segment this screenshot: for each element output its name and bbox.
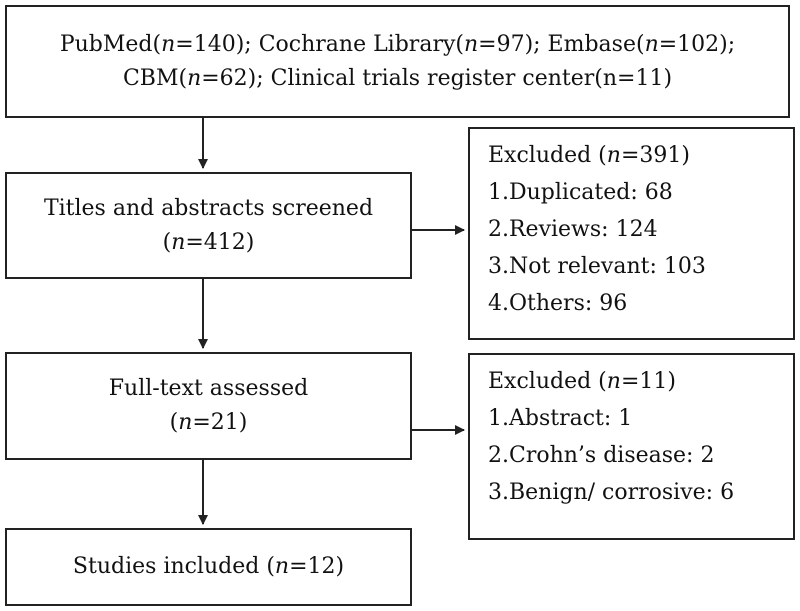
screening-label: Titles and abstracts screened [43, 195, 374, 221]
excluded-reason: 4.Others: 96 [488, 291, 628, 316]
identification-line-2: CBM(n=62); Clinical trials register cent… [122, 65, 673, 91]
excluded-reason: 1.Abstract: 1 [488, 406, 633, 431]
excluded-fulltext-title: Excluded (n=11) [488, 369, 676, 394]
identification-line-1: PubMed(n=140); Cochrane Library(n=97); E… [59, 31, 736, 57]
excluded-screening-box: Excluded (n=391) 1.Duplicated: 68 2.Revi… [468, 127, 795, 340]
excluded-reason: 3.Not relevant: 103 [488, 254, 706, 279]
screening-count: (n=412) [162, 229, 255, 255]
excluded-reason: 2.Reviews: 124 [488, 217, 658, 242]
excluded-reason: 3.Benign/ corrosive: 6 [488, 480, 735, 505]
fulltext-box: Full-text assessed (n=21) [5, 352, 412, 460]
included-label: Studies included (n=12) [72, 554, 345, 579]
fulltext-label: Full-text assessed [108, 376, 309, 401]
excluded-reason: 2.Crohn’s disease: 2 [488, 443, 715, 468]
excluded-fulltext-box: Excluded (n=11) 1.Abstract: 1 2.Crohn’s … [468, 353, 795, 540]
screening-box: Titles and abstracts screened (n=412) [5, 172, 412, 279]
excluded-reason: 1.Duplicated: 68 [488, 180, 673, 205]
identification-box: PubMed(n=140); Cochrane Library(n=97); E… [5, 5, 790, 118]
included-box: Studies included (n=12) [5, 528, 412, 606]
excluded-screening-title: Excluded (n=391) [488, 143, 690, 168]
fulltext-count: (n=21) [169, 410, 248, 435]
